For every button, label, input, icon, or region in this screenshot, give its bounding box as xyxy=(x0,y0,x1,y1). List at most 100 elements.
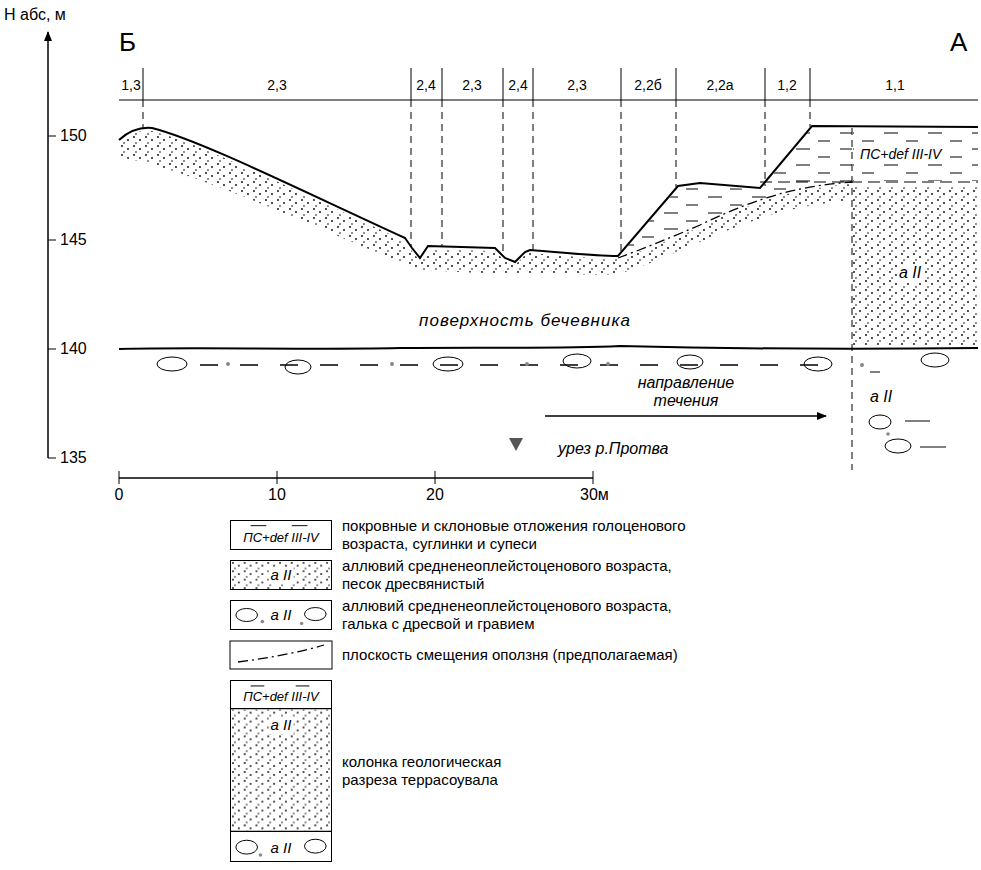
surface-label: поверхность бечевника xyxy=(419,311,631,331)
gravel-layer xyxy=(905,421,930,422)
legend-sample-box: а II xyxy=(230,600,332,630)
axis-tick-label: 150 xyxy=(60,127,87,145)
segment-boundaries xyxy=(503,100,504,256)
gravel-dots xyxy=(390,362,394,366)
horizontal-scale xyxy=(277,471,278,484)
segment-boundaries xyxy=(765,100,766,186)
sample-graphic xyxy=(231,710,331,831)
segment-number: 2,2а xyxy=(706,77,733,93)
legend-text: аллювий средненеоплейстоценового возраст… xyxy=(342,557,702,593)
segment-boundaries xyxy=(411,100,412,246)
segment-strip xyxy=(119,68,978,100)
flow-label: направление течения xyxy=(626,374,746,410)
vertical-axis xyxy=(48,349,56,350)
layer-index: ПС+def III-IV xyxy=(858,146,943,162)
water-level-mark xyxy=(509,438,523,451)
axis-title: Н абс, м xyxy=(4,6,66,24)
legend-text: колонка геологическая разреза террасоува… xyxy=(342,753,542,789)
gravel-dots xyxy=(860,363,864,367)
loam-layer xyxy=(760,182,978,183)
segment-boundaries xyxy=(676,100,677,187)
horizontal-scale xyxy=(119,477,593,478)
segment-boundaries xyxy=(143,100,852,470)
sample-label: а II xyxy=(269,607,294,624)
segment-strip xyxy=(503,68,504,100)
towpath-surface xyxy=(119,346,978,349)
axis-tick-label: 140 xyxy=(60,340,87,358)
ground-profile xyxy=(119,126,978,262)
segment-number: 1,3 xyxy=(121,77,140,93)
gravel-layer xyxy=(563,354,591,368)
loam-layer xyxy=(853,129,978,181)
gravel-layer xyxy=(157,357,187,371)
scale-label: 10 xyxy=(268,486,286,504)
gravel-dots xyxy=(226,362,230,366)
segment-number: 2,3 xyxy=(567,77,586,93)
vertical-axis xyxy=(47,32,49,458)
segment-strip xyxy=(119,99,978,100)
legend-slip-sample xyxy=(230,641,332,669)
horizontal-scale xyxy=(119,471,120,484)
legend-text: покровные и склоновые отложения голоцено… xyxy=(342,517,742,553)
gravel-layer xyxy=(804,357,832,371)
sample-graphic xyxy=(236,840,258,854)
axis-tick-label: 135 xyxy=(60,449,87,467)
water-level-mark xyxy=(509,438,523,451)
sample-graphic xyxy=(251,685,265,686)
gravel-layer xyxy=(869,415,891,429)
segment-strip xyxy=(533,68,534,100)
axis-tick-label: 145 xyxy=(60,231,87,249)
slip-plane xyxy=(618,182,852,258)
gravel-layer xyxy=(921,353,949,367)
segment-number: 1,2 xyxy=(777,77,796,93)
loam-layer xyxy=(621,128,852,256)
segment-number: 2,3 xyxy=(462,77,481,93)
segment-number: 2,4 xyxy=(416,77,435,93)
gravel-layer xyxy=(885,439,911,453)
gravel-dots xyxy=(886,432,890,436)
gravel-layer xyxy=(870,372,880,373)
scale-label: 30м xyxy=(580,486,609,504)
sample-graphic xyxy=(231,708,331,709)
sample-graphic xyxy=(236,608,258,621)
ground-profile xyxy=(119,126,978,262)
slip-plane xyxy=(618,182,852,258)
legend-slip-sample xyxy=(238,645,324,662)
legend-sample-box: ПС+def III-IV xyxy=(230,520,332,550)
sample-label: а II xyxy=(269,717,294,734)
legend-column: ПС+def III-IVа IIа II xyxy=(230,680,332,862)
segment-strip xyxy=(411,68,412,100)
gravel-layer xyxy=(920,447,946,448)
segment-number: 1,1 xyxy=(885,77,904,93)
sample-graphic xyxy=(259,853,263,857)
flow-arrow xyxy=(545,415,826,416)
scale-label: 20 xyxy=(426,486,444,504)
section-end-label: Б xyxy=(119,28,136,58)
sample-graphic xyxy=(292,525,308,526)
segment-number: 2,2б xyxy=(634,77,661,93)
sample-label: а II xyxy=(269,567,294,584)
sample-graphic xyxy=(251,525,267,526)
segment-number: 2,4 xyxy=(508,77,527,93)
sample-graphic xyxy=(261,620,265,623)
water-level-label: урез р.Протва xyxy=(558,440,668,458)
gravel-layer xyxy=(677,355,703,369)
gravel-layer xyxy=(200,364,840,365)
segment-number: 2,3 xyxy=(267,77,286,93)
horizontal-scale xyxy=(435,471,436,484)
sample-graphic xyxy=(305,839,327,853)
segment-boundaries xyxy=(533,100,534,250)
gravel-dots xyxy=(606,362,610,366)
scale-label: 0 xyxy=(115,486,124,504)
sample-graphic xyxy=(231,561,331,589)
flow-arrow xyxy=(545,416,826,417)
segment-strip xyxy=(765,68,766,100)
segment-strip xyxy=(442,68,443,100)
sample-label: ПС+def III-IV xyxy=(241,690,321,704)
layer-index: а II xyxy=(868,388,894,406)
segment-strip xyxy=(621,68,622,100)
segment-boundaries xyxy=(810,100,811,127)
gravel-dots xyxy=(226,362,890,436)
